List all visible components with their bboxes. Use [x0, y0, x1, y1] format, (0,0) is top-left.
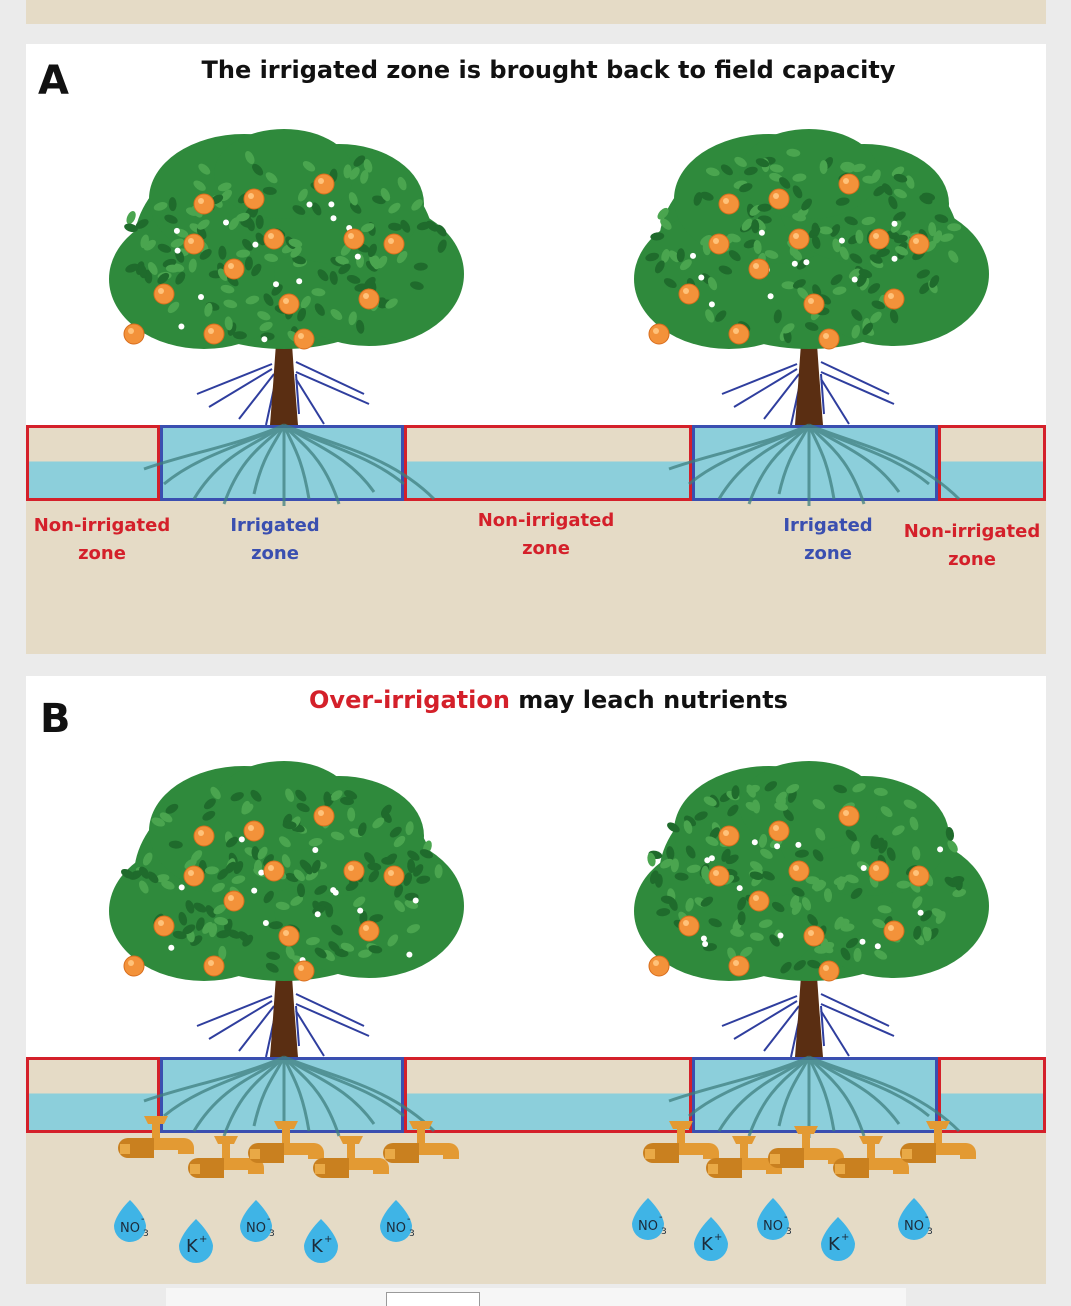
svg-text:3: 3 [661, 1227, 667, 1237]
svg-text:+: + [324, 1234, 332, 1245]
panel-label: A [38, 58, 69, 104]
svg-text:3: 3 [409, 1229, 415, 1239]
faucet-icon [643, 1121, 719, 1163]
water-drop-icon: NO- 3 [898, 1198, 933, 1240]
orange-tree-icon [109, 761, 464, 1057]
svg-text:NO: NO [638, 1219, 658, 1234]
panel-b: B Over-irrigation may leach nutrients NO… [26, 676, 1046, 1284]
roots-layer [143, 1055, 961, 1138]
water-drop-icon: NO- 3 [757, 1198, 792, 1240]
orange-tree-icon [634, 129, 989, 425]
svg-text:3: 3 [927, 1227, 933, 1237]
svg-text:K: K [186, 1236, 199, 1257]
water-drop-icon: K+ [304, 1219, 338, 1263]
svg-text:-: - [267, 1214, 271, 1225]
orange-tree-icon [109, 129, 464, 425]
title-highlight: Over-irrigation [309, 686, 510, 714]
panel-label: B [40, 696, 71, 742]
faucet-icon [768, 1126, 844, 1168]
svg-text:3: 3 [786, 1227, 792, 1237]
svg-text:NO: NO [246, 1221, 266, 1236]
svg-text:+: + [199, 1234, 207, 1245]
previous-panel-edge [26, 0, 1046, 24]
root-system [143, 1055, 436, 1138]
svg-text:NO: NO [763, 1219, 783, 1234]
non-irrigated-zone-box [938, 425, 1046, 501]
water-drop-icon: K+ [179, 1219, 213, 1263]
faucet-icon [383, 1121, 459, 1163]
panel-title: Over-irrigation may leach nutrients [26, 686, 1046, 714]
svg-text:NO: NO [904, 1219, 924, 1234]
horizontal-scrollbar[interactable] [166, 1288, 906, 1306]
svg-text:+: + [714, 1232, 722, 1243]
root-system [668, 1055, 961, 1138]
svg-text:K: K [311, 1236, 324, 1257]
svg-text:-: - [925, 1212, 929, 1223]
svg-text:NO: NO [386, 1221, 406, 1236]
scrollbar-thumb[interactable] [386, 1292, 480, 1306]
svg-text:-: - [141, 1214, 145, 1225]
trees-and-emitters [109, 129, 989, 426]
water-drop-icon: K+ [694, 1217, 728, 1261]
non-irrigated-zone-box [404, 425, 692, 501]
panel-title: The irrigated zone is brought back to fi… [201, 56, 896, 84]
svg-text:K: K [701, 1234, 714, 1255]
svg-text:-: - [659, 1212, 663, 1223]
orange-tree-icon [634, 761, 989, 1057]
svg-text:NO: NO [120, 1221, 140, 1236]
faucet-icon [313, 1136, 389, 1178]
water-drop-icon: NO- 3 [380, 1200, 415, 1242]
panel-a: A The irrigated zone is brought back to … [26, 44, 1046, 654]
svg-text:3: 3 [269, 1229, 275, 1239]
water-drop-icon: NO- 3 [632, 1198, 667, 1240]
svg-text:K: K [828, 1234, 841, 1255]
water-drop-icon: NO- 3 [240, 1200, 275, 1242]
non-irrigated-zone-box [26, 425, 160, 501]
svg-text:-: - [407, 1214, 411, 1225]
trees-and-emitters [109, 761, 989, 1058]
non-irrigated-zone-box [404, 1057, 692, 1133]
title-rest: may leach nutrients [509, 686, 788, 714]
svg-text:+: + [841, 1232, 849, 1243]
faucet-icon [900, 1121, 976, 1163]
root-system [143, 423, 436, 506]
water-drop-icon: NO- 3 [114, 1200, 149, 1242]
roots-layer [143, 423, 961, 506]
non-irrigated-zone-box [938, 1057, 1046, 1133]
root-system [668, 423, 961, 506]
svg-text:-: - [784, 1212, 788, 1223]
water-drop-icon: K+ [821, 1217, 855, 1261]
faucet-icon [833, 1136, 909, 1178]
faucet-icon [248, 1121, 324, 1163]
svg-text:3: 3 [143, 1229, 149, 1239]
faucet-icon [118, 1116, 194, 1158]
